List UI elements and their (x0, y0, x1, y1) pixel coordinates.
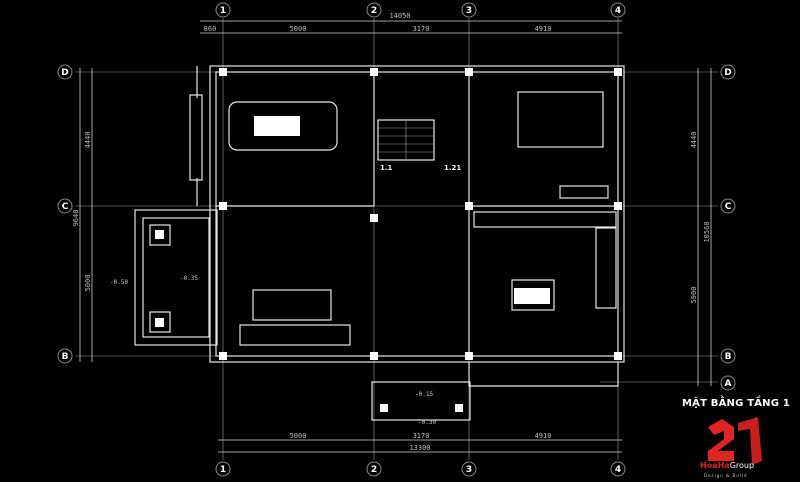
brand-tagline: Design & Build (704, 473, 748, 478)
dim-right: 5900 (690, 287, 698, 304)
svg-text:D: D (61, 68, 68, 78)
dim-right: 4440 (690, 132, 698, 149)
stair-label: 1.1 (380, 164, 393, 172)
svg-text:C: C (62, 202, 69, 212)
level-mark: -0.30 (418, 419, 436, 426)
grid-lines (75, 18, 718, 460)
dim-bottom: 3170 (413, 432, 430, 440)
dim-bottom: 5000 (290, 432, 307, 440)
brand-name: HoaHaGroup (700, 461, 755, 470)
level-mark: -0.50 (110, 279, 128, 286)
svg-text:B: B (725, 352, 732, 362)
company-logo (708, 417, 762, 465)
svg-text:C: C (725, 202, 732, 212)
dim-top-total: 14050 (389, 12, 410, 20)
stair-label: 1.21 (444, 164, 461, 172)
svg-text:2: 2 (371, 465, 377, 475)
dim-top: 4910 (535, 25, 552, 33)
dim-bottom-total: 13300 (409, 444, 430, 452)
dim-bottom: 4910 (535, 432, 552, 440)
dim-left: 4440 (84, 132, 92, 149)
drawing-title: MẶT BẰNG TẦNG 1 (682, 398, 790, 409)
dim-top: 860 (204, 25, 217, 33)
svg-text:2: 2 (371, 6, 377, 16)
dim-left-total: 9640 (72, 210, 80, 227)
svg-text:B: B (62, 352, 69, 362)
walls (134, 65, 625, 421)
level-mark: -0.15 (415, 391, 433, 398)
svg-text:3: 3 (466, 6, 472, 16)
dim-left: 5000 (84, 275, 92, 292)
grid-bubbles: 1 2 3 4 1 2 3 4 D C B D C B A (57, 2, 736, 477)
svg-text:A: A (725, 379, 732, 389)
svg-text:1: 1 (220, 6, 226, 16)
svg-text:D: D (724, 68, 731, 78)
dim-top: 5000 (290, 25, 307, 33)
level-mark: -0.35 (180, 275, 198, 282)
structural-columns (155, 68, 622, 412)
svg-text:1: 1 (220, 465, 226, 475)
svg-text:3: 3 (466, 465, 472, 475)
svg-text:4: 4 (615, 465, 621, 475)
dimension-lines (79, 20, 712, 453)
svg-text:4: 4 (615, 6, 621, 16)
dim-right-total: 10560 (703, 221, 711, 242)
dim-top: 3170 (413, 25, 430, 33)
